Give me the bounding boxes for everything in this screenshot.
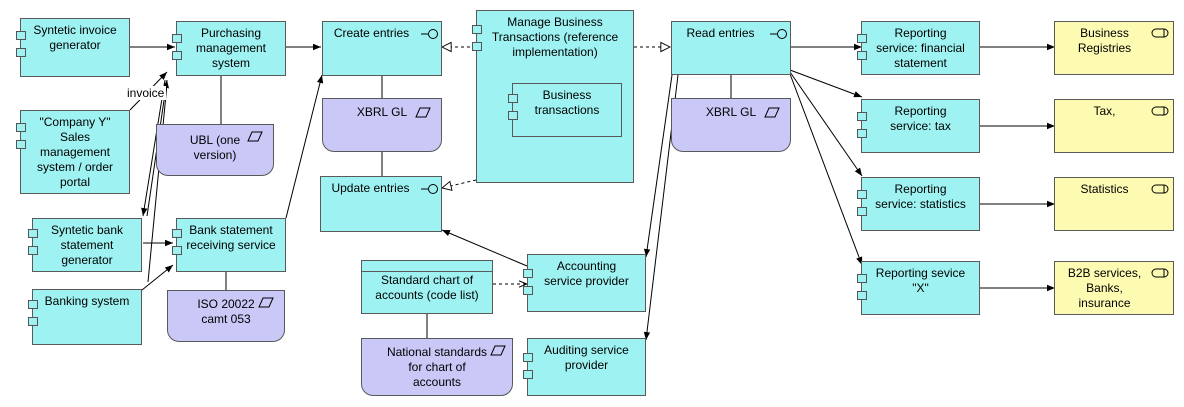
- edge-banking-to-company: [147, 83, 168, 283]
- node-label: Auditing service provider: [544, 343, 629, 372]
- node-business-transactions[interactable]: Business transactions: [508, 83, 622, 137]
- component-icon: [857, 274, 867, 302]
- edge-banking-to-bankstmt: [141, 264, 174, 291]
- node-label: Reporting sevice "X": [875, 266, 966, 295]
- node-label: Create entries: [333, 26, 410, 40]
- node-label: Reporting service: financial statement: [876, 26, 965, 70]
- node-label: Tax,: [1093, 104, 1116, 118]
- artifact-icon: [247, 131, 263, 142]
- object-divider: [362, 271, 492, 272]
- component-icon: [472, 25, 482, 53]
- component-icon: [508, 94, 518, 122]
- business-actor-icon: [1151, 28, 1169, 38]
- node-label: National standards for chart of accounts: [386, 345, 488, 389]
- node-label: Business Registries: [1077, 26, 1132, 55]
- edge-read-to-x: [789, 73, 863, 266]
- artifact-icon: [764, 107, 780, 118]
- node-label: Reporting service: statistics: [875, 182, 966, 211]
- artifact-xbrl-gl-1[interactable]: XBRL GL: [322, 98, 442, 152]
- node-label: B2B services, Banks, insurance: [1067, 266, 1142, 310]
- node-tax[interactable]: Tax,: [1054, 99, 1174, 153]
- node-manage-business-transactions[interactable]: Manage Business Transactions (reference …: [472, 10, 634, 183]
- node-syntetic-invoice-generator[interactable]: Syntetic invoice generator: [16, 18, 130, 77]
- artifact-icon: [490, 345, 506, 356]
- interface-icon: [421, 183, 439, 195]
- node-standard-chart-of-accounts[interactable]: Standard chart of accounts (code list): [361, 260, 493, 314]
- component-icon: [857, 34, 867, 62]
- node-accounting-service-provider[interactable]: Accounting service provider: [523, 254, 646, 312]
- component-icon: [16, 31, 26, 59]
- node-create-entries[interactable]: Create entries: [322, 21, 442, 76]
- node-label: Manage Business Transactions (reference …: [491, 15, 619, 59]
- node-bank-statement-receiving-service[interactable]: Bank statement receiving service: [172, 218, 286, 272]
- node-business-registries[interactable]: Business Registries: [1054, 21, 1174, 75]
- artifact-icon: [258, 297, 274, 308]
- node-label: UBL (one version): [189, 133, 241, 162]
- node-read-entries[interactable]: Read entries: [671, 21, 791, 75]
- edge-manage-to-update: [442, 179, 477, 188]
- node-label: Update entries: [331, 181, 410, 195]
- interface-icon: [770, 28, 788, 40]
- node-b2b-services[interactable]: B2B services, Banks, insurance: [1054, 261, 1174, 315]
- node-label: Read entries: [686, 26, 755, 40]
- business-actor-icon: [1151, 268, 1169, 278]
- component-icon: [172, 229, 182, 257]
- node-update-entries[interactable]: Update entries: [320, 176, 442, 232]
- node-label: ISO 20022 camt 053: [197, 297, 255, 326]
- node-label: Syntetic bank statement generator: [50, 223, 124, 267]
- artifact-icon: [415, 107, 431, 118]
- artifact-national-standards[interactable]: National standards for chart of accounts: [361, 338, 513, 396]
- node-label: Reporting service: tax: [890, 104, 951, 133]
- node-label: Purchasing management system: [195, 26, 267, 70]
- node-reporting-x[interactable]: Reporting sevice "X": [857, 261, 980, 315]
- node-label: Banking system: [44, 294, 130, 308]
- node-syntetic-bank-statement-generator[interactable]: Syntetic bank statement generator: [28, 218, 142, 272]
- node-statistics[interactable]: Statistics: [1054, 177, 1174, 231]
- edge-read-to-statistics: [789, 71, 863, 177]
- node-label: "Company Y" Sales management system / or…: [36, 115, 114, 189]
- node-company-y[interactable]: "Company Y" Sales management system / or…: [16, 110, 130, 194]
- business-actor-icon: [1151, 106, 1169, 116]
- component-icon: [523, 353, 533, 381]
- node-label: XBRL GL: [356, 105, 408, 119]
- node-label: XBRL GL: [705, 105, 757, 119]
- artifact-xbrl-gl-2[interactable]: XBRL GL: [671, 98, 791, 152]
- component-icon: [523, 269, 533, 297]
- component-icon: [857, 112, 867, 140]
- component-icon: [857, 190, 867, 218]
- node-reporting-financial[interactable]: Reporting service: financial statement: [857, 21, 980, 75]
- business-actor-icon: [1151, 184, 1169, 194]
- artifact-ubl[interactable]: UBL (one version): [156, 124, 274, 176]
- edge-accounting-to-update: [441, 229, 528, 267]
- node-label: Bank statement receiving service: [186, 223, 276, 252]
- edge-purchasing-to-bank-gen: [141, 79, 166, 217]
- node-label: Syntetic invoice generator: [33, 23, 117, 52]
- node-reporting-tax[interactable]: Reporting service: tax: [857, 99, 980, 153]
- node-label: Statistics: [1080, 182, 1129, 196]
- node-auditing-service-provider[interactable]: Auditing service provider: [523, 338, 646, 396]
- node-reporting-statistics[interactable]: Reporting service: statistics: [857, 177, 980, 231]
- node-label: Accounting service provider: [544, 259, 629, 288]
- node-label: Standard chart of accounts (code list): [375, 273, 479, 302]
- edge-bankstmt-to-create: [285, 74, 324, 219]
- component-icon: [16, 123, 26, 151]
- edge-read-to-tax: [789, 69, 863, 98]
- node-purchasing-management-system[interactable]: Purchasing management system: [172, 21, 286, 76]
- node-banking-system[interactable]: Banking system: [28, 289, 142, 345]
- artifact-iso-20022[interactable]: ISO 20022 camt 053: [167, 290, 285, 342]
- edge-read-to-accounting: [643, 74, 673, 258]
- invoice-edge-label: invoice: [125, 86, 167, 100]
- component-icon: [172, 34, 182, 62]
- interface-icon: [421, 28, 439, 40]
- component-icon: [28, 300, 38, 328]
- node-label: Business transactions: [534, 88, 600, 117]
- component-icon: [28, 229, 38, 257]
